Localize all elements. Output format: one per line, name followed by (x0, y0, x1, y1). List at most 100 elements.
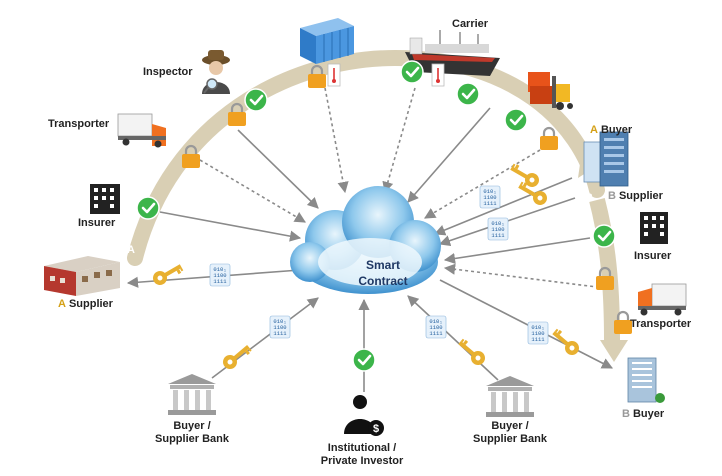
key-icon (510, 163, 539, 187)
bank-icon-right (486, 376, 534, 417)
thermometer-icon-2 (431, 63, 445, 87)
label-carrier: Carrier (452, 18, 489, 30)
check-icon (456, 82, 480, 106)
check-icon (592, 224, 616, 248)
label-investor: Institutional / Private Investor (321, 442, 404, 468)
check-icons (136, 60, 616, 372)
label-investor-line2: Private Investor (320, 455, 404, 467)
arrow-transporter-right (443, 263, 606, 289)
label-insurer-right: Insurer (634, 250, 672, 262)
label-supplier-left-text: Supplier (68, 298, 113, 310)
arrow-to-buyer-bottom (439, 279, 613, 369)
label-bank-right-line1: Buyer / (491, 420, 529, 432)
label-inspector: Inspector (143, 66, 193, 78)
svg-text:$: $ (373, 423, 379, 435)
binary-text: 010₁ (491, 220, 504, 227)
arrow-bank-right (407, 295, 499, 381)
binary-icons: 010₁11001111010₁11001111010₁11001111010₁… (209, 185, 549, 345)
binary-text: 1100 (213, 272, 226, 279)
key-icon (223, 345, 252, 369)
lock-icon (308, 64, 326, 88)
cloud-line-2: Contract (358, 274, 408, 288)
smart-contract-label: Smart Contract (323, 257, 443, 289)
investor-icon: $ (344, 395, 384, 436)
key-icon (153, 264, 184, 285)
arc-arrowhead-bottom (600, 340, 628, 362)
binary-text: 1111 (273, 330, 287, 337)
building-icon-right (640, 212, 668, 244)
binary-text: 1100 (273, 324, 286, 331)
arrow-buyer-top (433, 177, 573, 236)
label-bank-right: Buyer / Supplier Bank (473, 420, 547, 446)
check-icon (400, 60, 424, 84)
binary-text: 010₁ (483, 188, 496, 195)
ship-icon (405, 30, 500, 76)
key-icons (153, 163, 579, 369)
arrow-forklift (407, 107, 491, 203)
binary-text: 010₁ (213, 266, 226, 273)
warehouse-icon (44, 256, 120, 296)
lock-icon (182, 144, 200, 168)
label-supplier-right-text: Supplier (618, 190, 663, 202)
tower-icon (627, 357, 665, 403)
lock-icon (228, 102, 246, 126)
container-icon (300, 18, 354, 64)
connection-arrows (126, 87, 613, 392)
label-buyer-bottom-text: Buyer (632, 408, 665, 420)
key-icon (552, 328, 579, 355)
binary-text: 1111 (429, 330, 443, 337)
binary-text: 1111 (531, 336, 545, 343)
key-icon (458, 338, 485, 365)
truck-icon-right (638, 283, 687, 316)
check-icon (244, 88, 268, 112)
binary-text: 010₁ (273, 318, 286, 325)
arrow-transporter-left (199, 159, 306, 223)
arrow-insurer-right (443, 237, 591, 265)
server-building-icon (583, 131, 629, 187)
label-buyer-bottom-prefix: B (622, 408, 630, 420)
arc-marker-a: A (127, 244, 135, 256)
binary-text: 1100 (491, 226, 504, 233)
check-icon (504, 108, 528, 132)
cloud-line-1: Smart (365, 258, 400, 272)
label-transporter-right: Transporter (630, 318, 692, 330)
label-transporter-left: Transporter (48, 118, 110, 130)
label-buyer-top-text: Buyer (600, 124, 633, 136)
label-supplier-right-prefix: B (608, 190, 616, 202)
key-icon (518, 181, 547, 205)
label-bank-right-line2: Supplier Bank (473, 433, 547, 445)
label-insurer-left: Insurer (78, 217, 116, 229)
label-buyer-top-prefix: A (590, 124, 598, 136)
arrow-lock-right (424, 149, 541, 219)
check-icon (352, 348, 376, 372)
label-bank-left-line1: Buyer / (173, 420, 211, 432)
binary-text: 1111 (213, 278, 227, 285)
arrow-inspector (237, 129, 319, 209)
truck-icon (117, 113, 166, 148)
arrow-carrier (382, 87, 416, 194)
binary-text: 010₁ (429, 318, 442, 325)
check-icon (136, 196, 160, 220)
arc-marker-b: B (585, 192, 593, 204)
binary-text: 1111 (491, 232, 505, 239)
lock-icon (596, 266, 614, 290)
arrow-insurer-left (159, 211, 302, 242)
label-supplier-left-prefix: A (58, 298, 66, 310)
lock-icons (182, 64, 632, 334)
forklift-icon (528, 72, 573, 110)
binary-text: 1100 (483, 194, 496, 201)
label-bank-left: Buyer / Supplier Bank (155, 420, 229, 446)
smart-contract-cloud (290, 186, 441, 294)
lock-icon (540, 126, 558, 150)
